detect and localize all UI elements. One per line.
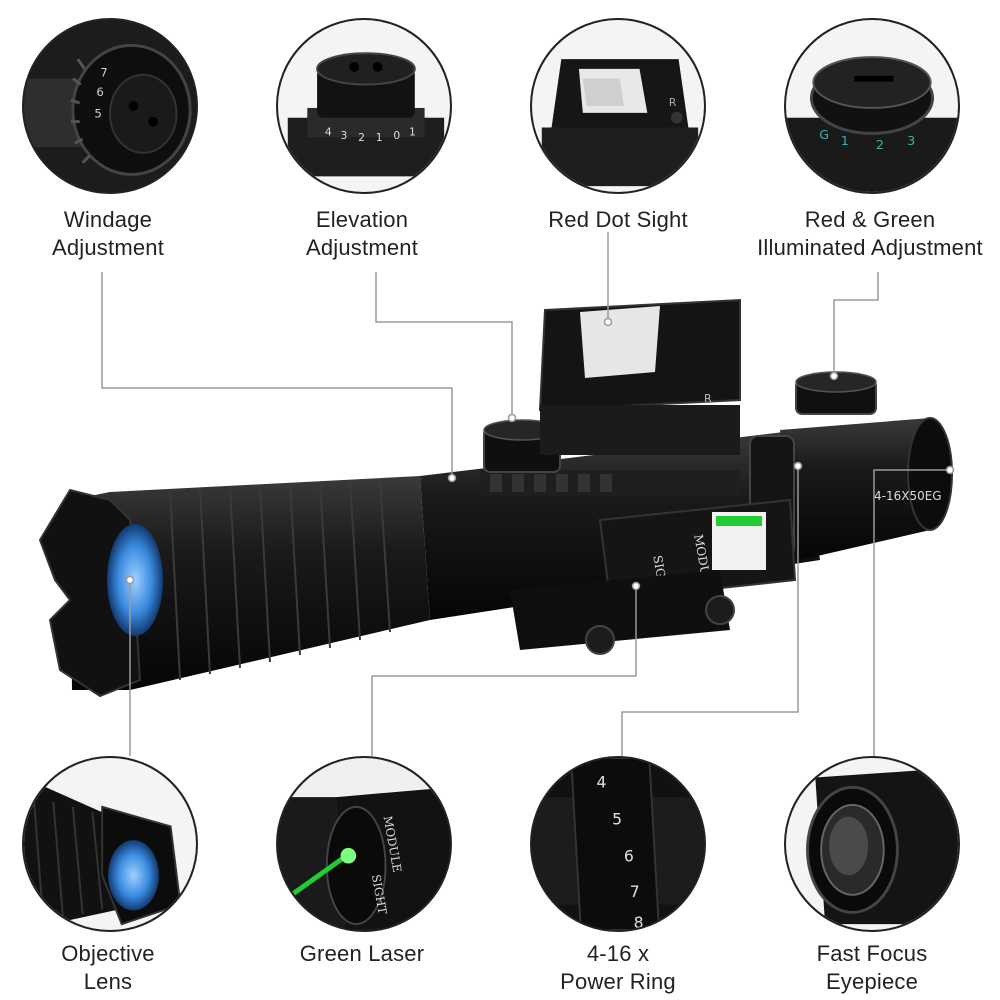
illumination-label: Red & Green Illuminated Adjustment — [740, 206, 1000, 262]
eyepiece-leader-dot — [945, 465, 955, 475]
svg-text:6: 6 — [624, 847, 634, 866]
windage-label: Windage Adjustment — [0, 206, 238, 262]
objective-lens-icon — [24, 758, 196, 930]
power-ring-label: 4-16 x Power Ring — [488, 940, 748, 996]
svg-text:R: R — [669, 96, 677, 109]
red-dot-label: Red Dot Sight — [488, 206, 748, 234]
objective-lens-glass — [107, 524, 163, 636]
svg-text:2: 2 — [358, 131, 365, 144]
windage-label-line-2: Adjustment — [51, 235, 165, 260]
eyepiece-detail-photo — [784, 756, 960, 932]
laser-leader-dot — [631, 581, 641, 591]
mount-knob-left — [585, 625, 615, 655]
svg-text:2: 2 — [876, 137, 884, 152]
rail-slots — [490, 474, 612, 492]
objective-label-line-1: Objective — [61, 941, 155, 966]
laser-label: Green Laser — [232, 940, 492, 968]
eyepiece-icon — [786, 758, 958, 930]
elevation-leader-dot — [507, 413, 517, 423]
svg-text:3: 3 — [907, 133, 915, 148]
laser-label-line-1: Green Laser — [299, 941, 425, 966]
eyepiece-label: Fast Focus Eyepiece — [742, 940, 1000, 996]
svg-text:7: 7 — [100, 66, 107, 80]
eyepiece-housing — [780, 418, 945, 560]
windage-label-line-1: Windage — [63, 207, 153, 232]
mount-knob-right — [705, 595, 735, 625]
objective-leader-dot — [125, 575, 135, 585]
red-dot-sight-icon: R — [532, 20, 704, 192]
svg-text:1: 1 — [409, 125, 416, 138]
svg-text:3: 3 — [341, 129, 348, 142]
eyepiece-label-line-1: Fast Focus — [816, 941, 928, 966]
svg-text:8: 8 — [634, 913, 644, 930]
power-ring-label-line-1: 4-16 x — [586, 941, 650, 966]
eyepiece-end — [907, 417, 953, 531]
illumination-label-line-2: Illuminated Adjustment — [757, 235, 983, 260]
svg-text:1: 1 — [376, 131, 383, 144]
laser-warning-stripe — [716, 516, 762, 526]
objective-bell — [70, 476, 430, 690]
model-mark: 4-16X50EG — [874, 489, 942, 503]
objective-ribs — [169, 478, 391, 681]
svg-text:G: G — [819, 127, 829, 142]
windage-knob-icon: 5 6 7 — [24, 20, 196, 192]
eyepiece-label-line-2: Eyepiece — [825, 969, 919, 994]
red-dot-leader-dot — [603, 317, 613, 327]
red-dot-window — [580, 306, 660, 378]
svg-text:0: 0 — [393, 129, 400, 142]
svg-text:1: 1 — [841, 133, 849, 148]
power-ring-icon: 45 6 7 8 — [532, 758, 704, 930]
red-dot-label-line-1: Red Dot Sight — [548, 207, 688, 232]
svg-text:4: 4 — [597, 772, 607, 791]
elevation-label-line-2: Adjustment — [305, 235, 419, 260]
objective-label-line-2: Lens — [83, 969, 133, 994]
windage-leader — [101, 272, 453, 478]
svg-text:5: 5 — [94, 107, 101, 121]
elevation-label: Elevation Adjustment — [232, 206, 492, 262]
illumination-leader-dot — [829, 371, 839, 381]
windage-detail-photo: 5 6 7 — [22, 18, 198, 194]
eyepiece-leader — [873, 469, 950, 756]
power-ring-leader — [621, 466, 799, 756]
laser-detail-photo: MODULE SIGHT — [276, 756, 452, 932]
red-dot-mark: R — [704, 392, 712, 405]
illumination-knob-top — [795, 371, 877, 393]
power-ring-label-line-2: Power Ring — [560, 969, 676, 994]
laser-leader — [371, 586, 637, 756]
svg-text:5: 5 — [612, 809, 622, 828]
svg-text:SIGHT: SIGHT — [369, 873, 390, 915]
windage-leader-dot — [447, 473, 457, 483]
svg-text:6: 6 — [96, 85, 103, 99]
elevation-leader — [375, 272, 513, 418]
elevation-label-line-1: Elevation — [315, 207, 409, 232]
power-ring-leader-dot — [793, 461, 803, 471]
svg-text:7: 7 — [630, 882, 640, 901]
objective-label: Objective Lens — [0, 940, 238, 996]
objective-detail-photo — [22, 756, 198, 932]
red-dot-base — [540, 405, 740, 455]
svg-text:4: 4 — [325, 125, 332, 138]
green-laser-icon: MODULE SIGHT — [278, 758, 450, 930]
illumination-leader — [833, 272, 879, 376]
illumination-label-line-1: Red & Green — [804, 207, 936, 232]
lower-mount — [510, 570, 730, 650]
red-dot-detail-photo: R — [530, 18, 706, 194]
